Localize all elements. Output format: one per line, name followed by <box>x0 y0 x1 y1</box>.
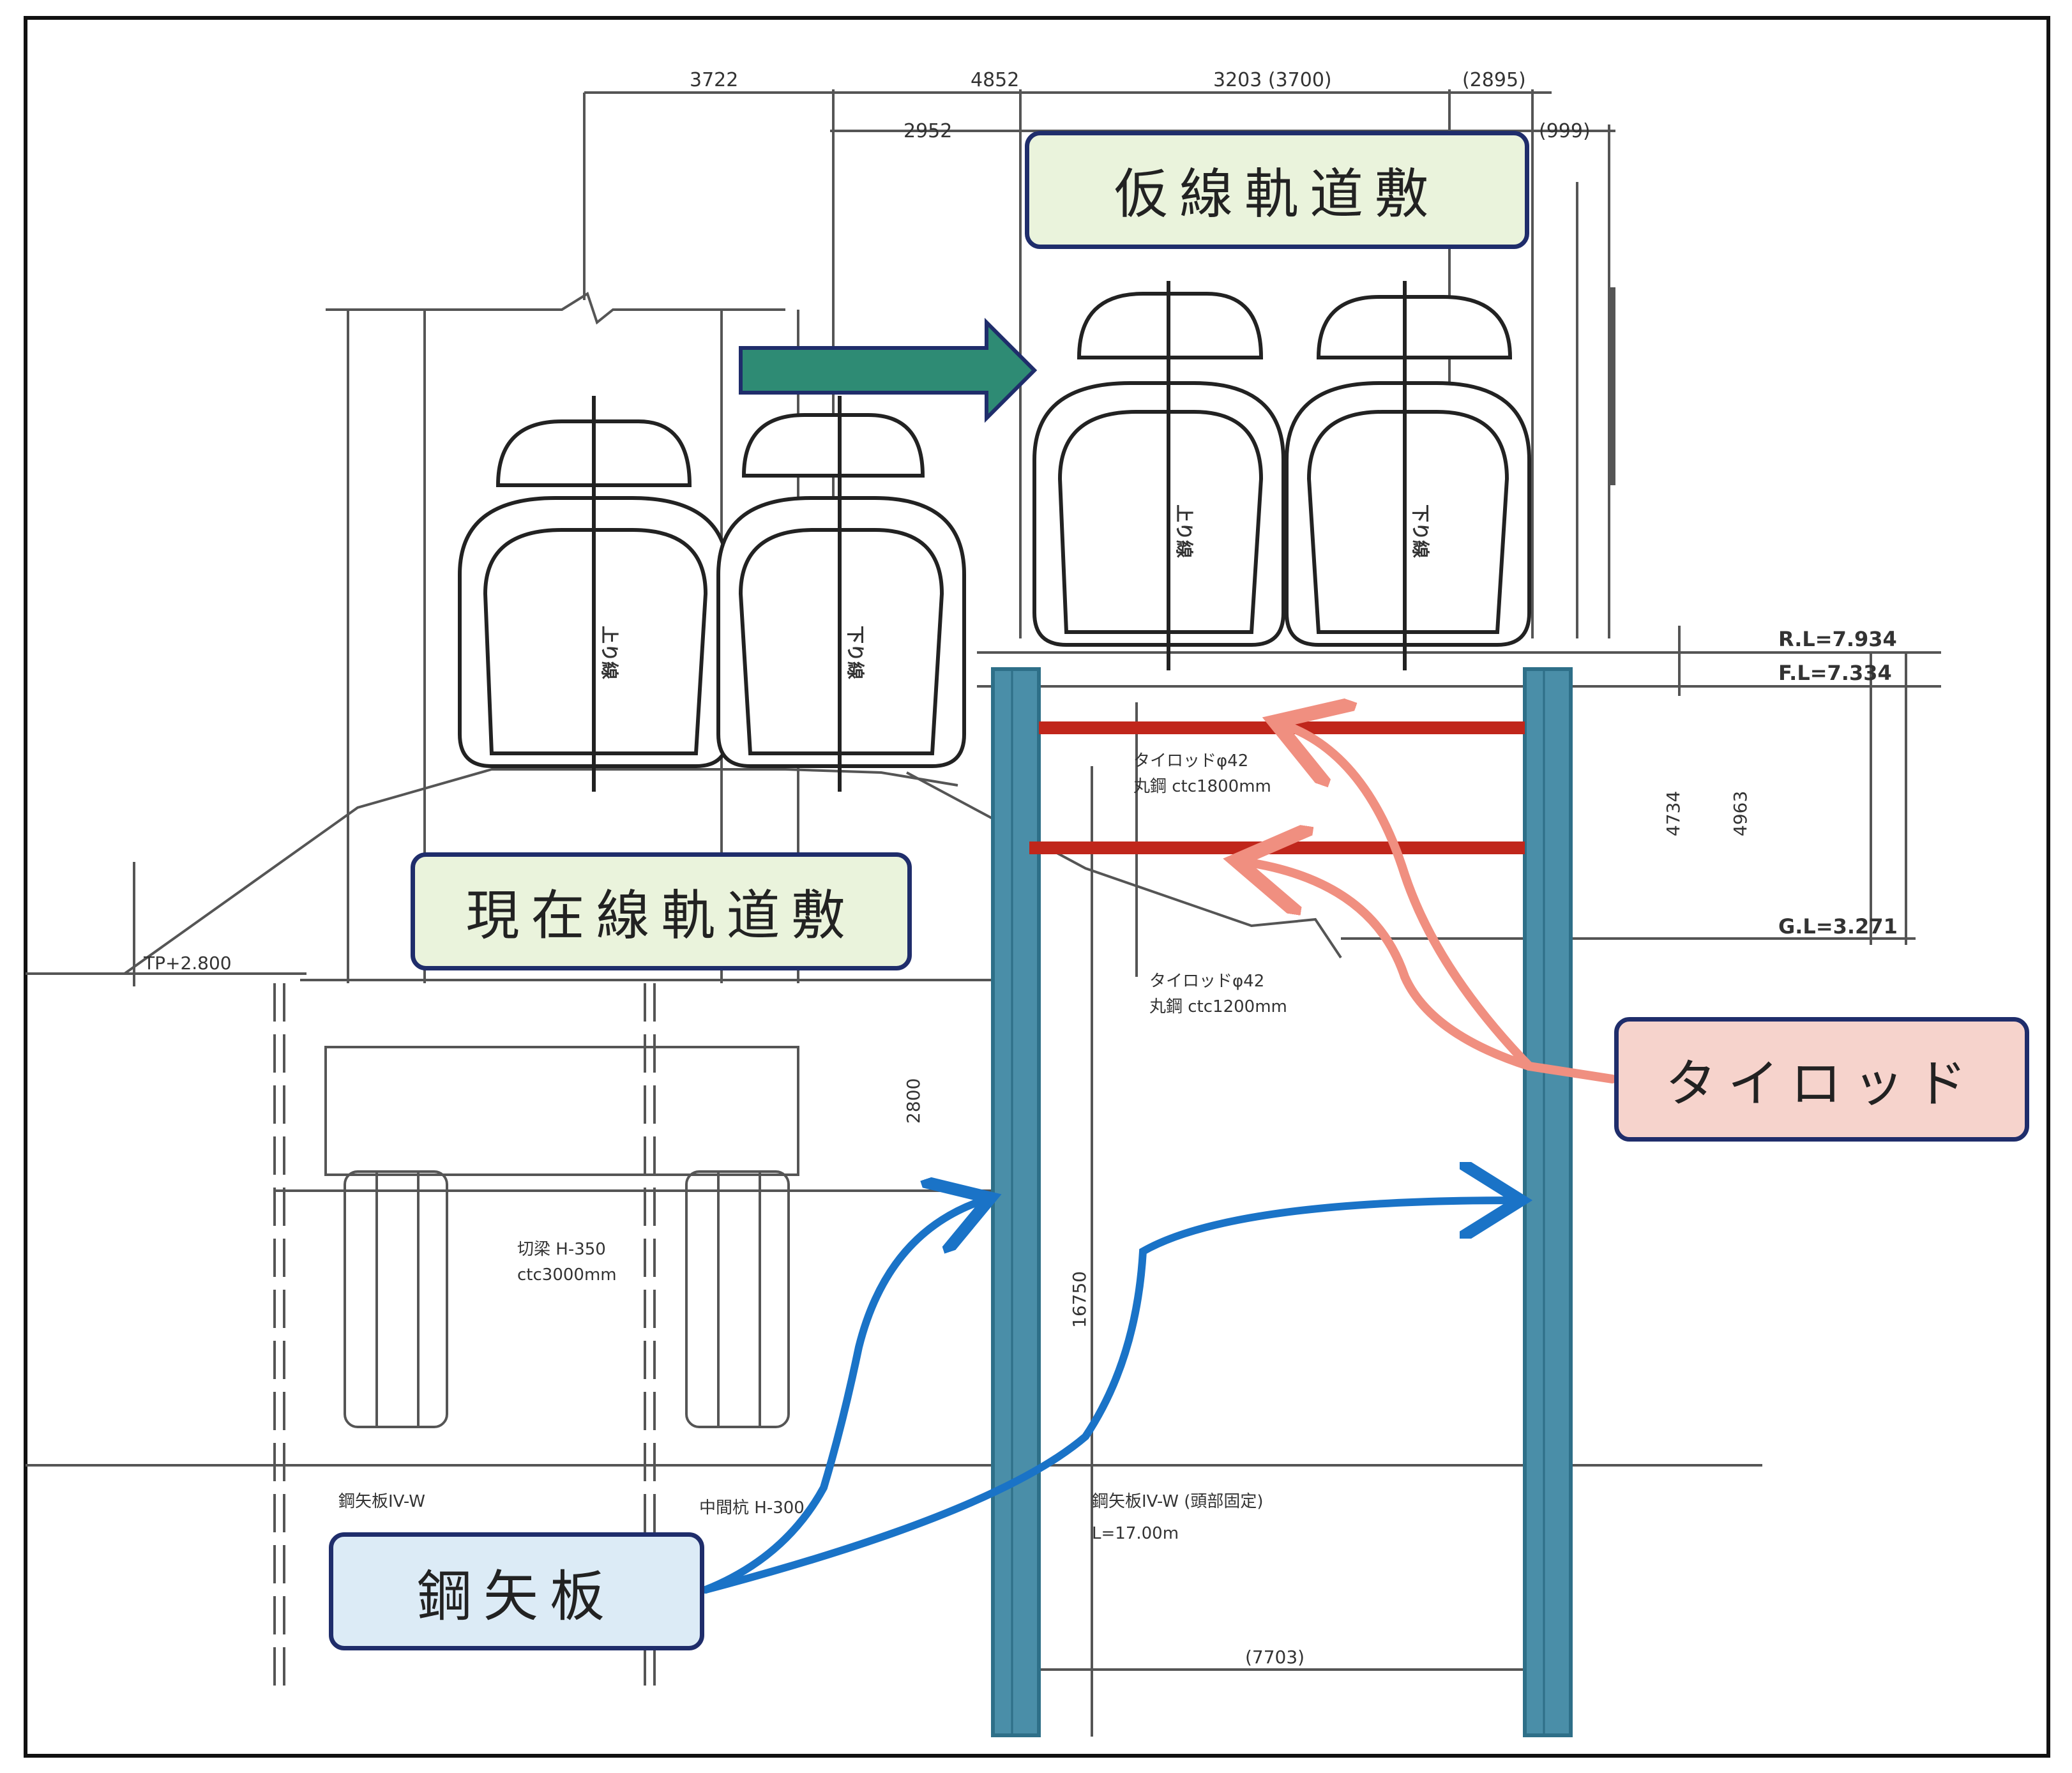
current-track-callout: 現在線軌道敷 <box>411 852 912 970</box>
dimension-labels: 3722 4852 3203 (3700) (2895) 2952 (999) … <box>143 69 1898 1668</box>
tie-rod-arrow-upper <box>1283 725 1617 1083</box>
middle-pile-note: 中間杭 H-300 <box>699 1498 805 1518</box>
tierod-note-upper-1: タイロッドφ42 <box>1133 751 1248 771</box>
temp-down-label: 下り線 <box>1410 504 1431 558</box>
move-arrow <box>739 317 1038 423</box>
dim-top-1: 3722 <box>690 69 738 91</box>
tierod-note-lower-2: 丸鋼 ctc1200mm <box>1149 997 1287 1016</box>
dim-top-3: 3203 (3700) <box>1213 69 1332 91</box>
right-sheet-note-2: L=17.00m <box>1092 1524 1179 1543</box>
temporary-line-cars <box>1032 281 1531 670</box>
steel-sheet-pile-callout: 鋼矢板 <box>329 1532 704 1650</box>
rl-level: R.L=7.934 <box>1778 627 1897 651</box>
sheet-pile-left <box>991 667 1041 1737</box>
dim-vert-2: 4963 <box>1730 791 1751 836</box>
tie-rod-arrow-lower <box>1245 862 1534 1071</box>
temporary-line-car-labels: 上り線 下り線 <box>1174 504 1431 558</box>
left-level: TP+2.800 <box>143 953 232 974</box>
gl-level: G.L=3.271 <box>1778 914 1898 939</box>
tierod-note-upper-2: 丸鋼 ctc1800mm <box>1133 777 1271 796</box>
left-sheet-note: 鋼矢板IV-W <box>338 1492 425 1511</box>
outer-frame <box>24 16 2050 1758</box>
tie-rod-arrows <box>1245 725 1617 1083</box>
current-line-car-labels: 上り線 下り線 <box>599 626 866 679</box>
dim-vert-1: 4734 <box>1663 791 1684 836</box>
dim-vert-4: 16750 <box>1069 1271 1090 1328</box>
dim-top-4: (2895) <box>1462 69 1526 91</box>
dim-top-2: 4852 <box>971 69 1019 91</box>
sheet-pile-right <box>1523 667 1573 1737</box>
sheet-arrow-right <box>702 1200 1513 1594</box>
tierod-note-lower-1: タイロッドφ42 <box>1149 972 1264 991</box>
dim-vert-3: 2800 <box>903 1078 924 1124</box>
sheet-pile-arrows <box>702 1200 1513 1594</box>
background-drawing <box>26 89 1941 1737</box>
temp-up-label: 上り線 <box>1174 504 1195 558</box>
right-sheet-note-1: 鋼矢板IV-W (頭部固定) <box>1092 1492 1264 1511</box>
dim-top-5: 2952 <box>904 120 952 142</box>
current-line-cars <box>458 396 966 792</box>
tie-rod-callout: タイロッド <box>1614 1017 2029 1142</box>
temporary-track-callout: 仮線軌道敷 <box>1025 131 1529 249</box>
current-up-label: 上り線 <box>599 626 620 679</box>
dim-top-6: (999) <box>1539 120 1591 142</box>
fl-level: F.L=7.334 <box>1778 661 1892 685</box>
cut-beam-note-2: ctc3000mm <box>517 1265 617 1285</box>
current-down-label: 下り線 <box>845 626 866 679</box>
cut-beam-note-1: 切梁 H-350 <box>517 1240 606 1259</box>
sheet-arrow-left <box>702 1200 983 1594</box>
dim-bottom: (7703) <box>1245 1647 1304 1668</box>
